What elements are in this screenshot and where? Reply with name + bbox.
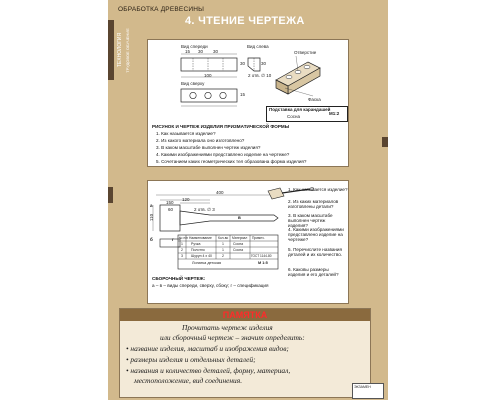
stamp-name: Подставка для карандашей — [269, 107, 331, 112]
memo-bullet-3: • названия и количество деталей, форму, … — [126, 366, 291, 375]
dim-2: 30 — [198, 49, 204, 54]
letter-a: а — [150, 203, 153, 208]
dim2-2: 120 — [182, 197, 190, 202]
th-note: Примеч. — [252, 236, 265, 240]
question-1-1: 1. Как называется изделие? — [156, 131, 216, 136]
drawing-panel-prismatic: Вид спереди Вид слева Вид сверху Отверст… — [147, 39, 349, 167]
row1-name: Ручка — [191, 242, 201, 246]
letter-v: в — [238, 215, 241, 220]
question-2-1: 1. Как называется изделие? — [288, 187, 348, 192]
question-2-5: 5. Перечислите названия деталей и их кол… — [288, 247, 343, 257]
caption-prismatic: РИСУНОК И ЧЕРТЕЖ ИЗДЕЛИЯ ПРИЗМАТИЧЕСКОЙ … — [152, 124, 290, 129]
stamp-material: Сосна — [287, 114, 300, 119]
dim-4: 100 — [204, 73, 212, 78]
dim-1: 15 — [185, 49, 191, 54]
shovel-illustration — [267, 187, 315, 200]
label-hole: Отверстие — [294, 50, 317, 55]
side-vertical-label-2: ТРУДОВОЕ ОБУЧЕНИЕ — [121, 22, 133, 78]
th-num: № п/п — [179, 236, 188, 240]
topic-label: ОБРАБОТКА ДРЕВЕСИНЫ — [118, 6, 205, 13]
stamp2-scale: М 1:5 — [258, 261, 268, 265]
memo-header: ПАМЯТКА — [120, 309, 370, 321]
memo-intro-1: Прочитать чертеж изделия — [182, 323, 273, 332]
publisher-logo: ЭКЗАМЕН — [352, 383, 384, 399]
drawing-panel-assembly: 400 120 150 60 110 2 отв. ∅ 3 а б в г № … — [147, 180, 349, 304]
memo-intro-2: или сборочный чертеж – значит определить… — [160, 333, 305, 342]
side-label-sub: ТРУДОВОЕ ОБУЧЕНИЕ — [124, 27, 130, 73]
question-2-2: 2. Из каких материалов изготовлены детал… — [288, 199, 339, 209]
caption-assembly-text: а – в – виды спереди, сверху, сбоку; г –… — [152, 283, 269, 288]
row3-num: 3 — [181, 254, 183, 258]
question-2-4: 4. Какими изображениями представлено изд… — [288, 227, 344, 242]
memo-bullet-1: • название изделия, масштаб и изображени… — [126, 344, 289, 353]
question-2-3: 3. В каком масштабе выполнен чертеж изде… — [288, 213, 333, 228]
stamp-scale: М1:2 — [329, 111, 340, 116]
row2-qty: 1 — [222, 248, 224, 252]
page-title: 4. ЧТЕНИЕ ЧЕРТЕЖА — [185, 15, 305, 27]
letter-g: г — [172, 237, 174, 242]
row1-material: Сосна — [233, 242, 244, 246]
row2-name: Полотно — [191, 248, 205, 252]
dim-6: 15 — [240, 92, 246, 97]
question-1-2: 2. Из какого материала оно изготовлено? — [156, 138, 245, 143]
dim2-4: 60 — [168, 207, 174, 212]
label-view-top: Вид сверху — [181, 81, 205, 86]
dim2-3: 150 — [166, 200, 174, 205]
row3-name: Шуруп 4 x 40 — [191, 254, 212, 258]
th-material: Материал — [232, 236, 248, 240]
dim2-6: 2 отв. ∅ 3 — [194, 207, 215, 212]
side-tab — [108, 20, 114, 80]
row2-material: Сосна — [233, 248, 244, 252]
row3-note: ГОСТ 1144-80 — [251, 254, 272, 258]
dim2-5: 110 — [149, 213, 155, 222]
question-1-5: 5. Сочетанием каких геометрических тел о… — [156, 159, 307, 164]
label-view-left: Вид слева — [247, 44, 269, 49]
title-block-1: Подставка для карандашей Сосна М1:2 — [266, 106, 348, 122]
row3-qty: 2 — [222, 254, 224, 258]
publisher-name: ЭКЗАМЕН — [354, 385, 371, 389]
th-name: Наименование — [189, 236, 212, 240]
dim-5: 30 — [240, 61, 246, 66]
row1-qty: 1 — [222, 242, 224, 246]
dim-7: 30 — [261, 61, 267, 66]
dim-8: 2 отв. ∅ 10 — [248, 73, 272, 78]
memo-title: ПАМЯТКА — [222, 310, 268, 320]
memo-bullet-2: • размеры изделия и отдельных деталей; — [126, 355, 256, 364]
row2-num: 2 — [181, 248, 183, 252]
question-1-4: 4. Какими изображениями представлено изд… — [156, 152, 290, 157]
right-edge-tab — [382, 137, 388, 147]
label-view-front: Вид спереди — [181, 44, 208, 49]
dim-3: 30 — [213, 49, 219, 54]
memo-panel: ПАМЯТКА Прочитать чертеж изделия или сбо… — [119, 308, 371, 398]
row1-num: 1 — [181, 242, 183, 246]
th-qty: Кол-во — [218, 236, 229, 240]
question-1-3: 3. В каком масштабе выполнен чертеж изде… — [156, 145, 261, 150]
memo-bullet-4: местоположение, вид соединения. — [134, 376, 243, 385]
caption-assembly-title: СБОРОЧНЫЙ ЧЕРТЕЖ: — [152, 276, 206, 281]
technical-drawing-1 — [180, 53, 321, 107]
label-chamfer: Фаска — [308, 97, 321, 102]
left-edge-tab — [108, 187, 113, 203]
technical-drawing-2 — [152, 194, 279, 270]
question-2-6: 6. Каковы размеры изделия и его деталей? — [288, 267, 339, 277]
stamp2-name: Лопатка детская — [192, 261, 222, 265]
dim2-1: 400 — [216, 190, 224, 195]
letter-b: б — [150, 237, 153, 242]
